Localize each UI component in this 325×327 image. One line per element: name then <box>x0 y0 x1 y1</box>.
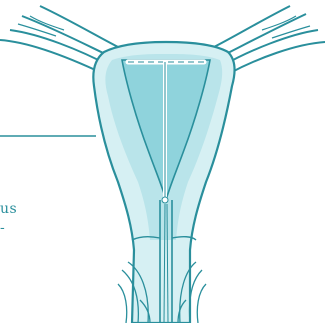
callout-label-line-2: - <box>0 219 5 237</box>
callout-label-line-1: us <box>0 200 17 218</box>
